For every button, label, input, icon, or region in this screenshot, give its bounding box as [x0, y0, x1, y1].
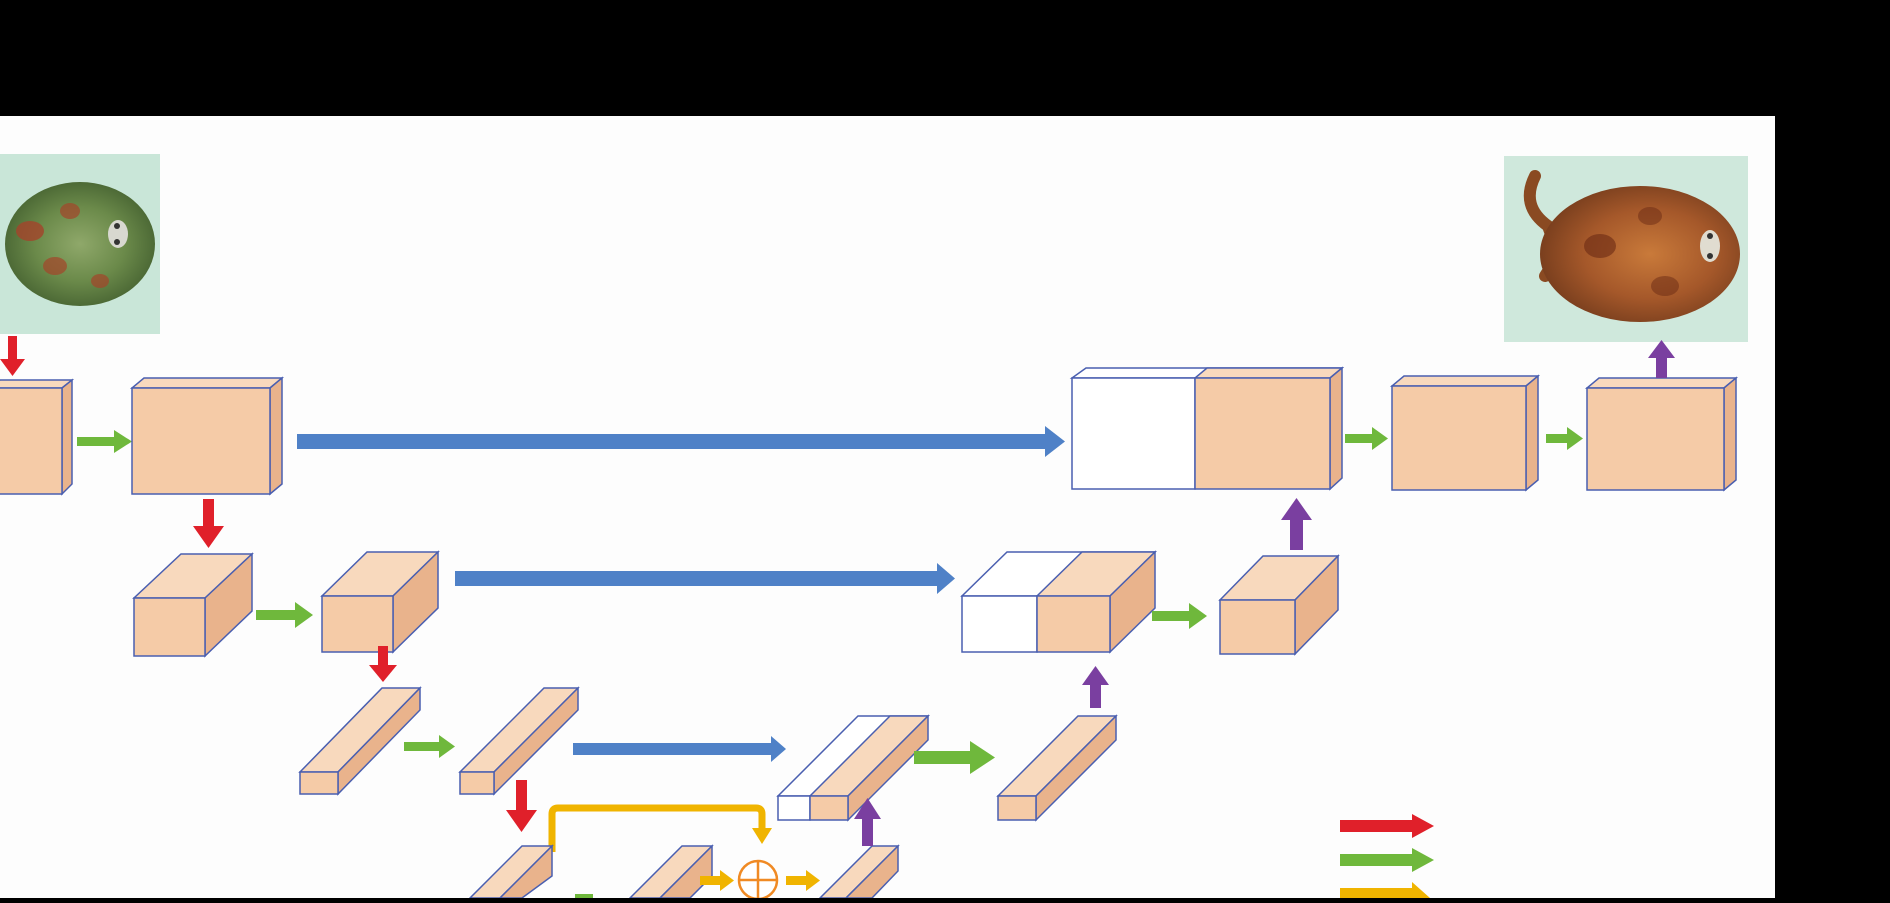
conv-arrow-d1b [1546, 427, 1583, 450]
decoder-block-1b [1389, 374, 1541, 492]
decoder-block-1c [1584, 376, 1739, 492]
downsample-arrow-3 [369, 646, 397, 682]
conv-arrow-4 [575, 894, 593, 898]
encoder-block-2a [132, 552, 254, 658]
add-operation [737, 859, 779, 901]
downsample-arrow-input [0, 336, 25, 376]
diagram-canvas [0, 116, 1775, 901]
conv-arrow-d3 [914, 741, 995, 774]
legend [1340, 814, 1434, 898]
conv-arrow-2 [256, 602, 313, 628]
skip-connection-2 [455, 563, 955, 594]
encoder-block-3b [458, 686, 580, 796]
residual-arrow-in [700, 870, 734, 891]
bottleneck-block-b [628, 844, 714, 899]
output-ray-photo [1504, 156, 1748, 342]
decoder-concat-block-3 [776, 714, 930, 822]
legend-downsample-arrow [1340, 814, 1434, 838]
skip-connection-1 [297, 426, 1065, 457]
legend-residual-arrow [1340, 882, 1430, 898]
encoder-block-2b [320, 550, 440, 654]
unet-diagram [0, 154, 1748, 901]
conv-arrow-d1a [1345, 427, 1388, 450]
decoder-concat-block-2 [960, 550, 1157, 654]
bottleneck-block-a [468, 844, 554, 899]
legend-conv-arrow [1340, 848, 1434, 872]
conv-arrow-1 [77, 430, 132, 453]
input-ray-photo [0, 154, 160, 334]
downsample-arrow-2 [193, 499, 224, 548]
encoder-block-3a [298, 686, 422, 796]
residual-arrow-out [786, 870, 820, 891]
conv-arrow-d2 [1152, 603, 1207, 629]
upsample-arrow-2 [1281, 498, 1312, 550]
upsample-arrow-output [1648, 340, 1675, 378]
decoder-concat-block-1 [1069, 366, 1345, 491]
residual-connection [548, 804, 772, 852]
downsample-arrow-4 [506, 780, 537, 832]
encoder-block-1b [129, 376, 285, 496]
upsample-arrow-4 [854, 798, 881, 846]
conv-arrow-3 [404, 735, 455, 758]
bottleneck-block-c [818, 844, 900, 899]
upsample-arrow-3 [1082, 666, 1109, 708]
encoder-block-1a [0, 378, 75, 496]
decoder-block-3b [996, 714, 1118, 822]
skip-connection-3 [573, 736, 786, 762]
decoder-block-2b [1218, 554, 1340, 656]
